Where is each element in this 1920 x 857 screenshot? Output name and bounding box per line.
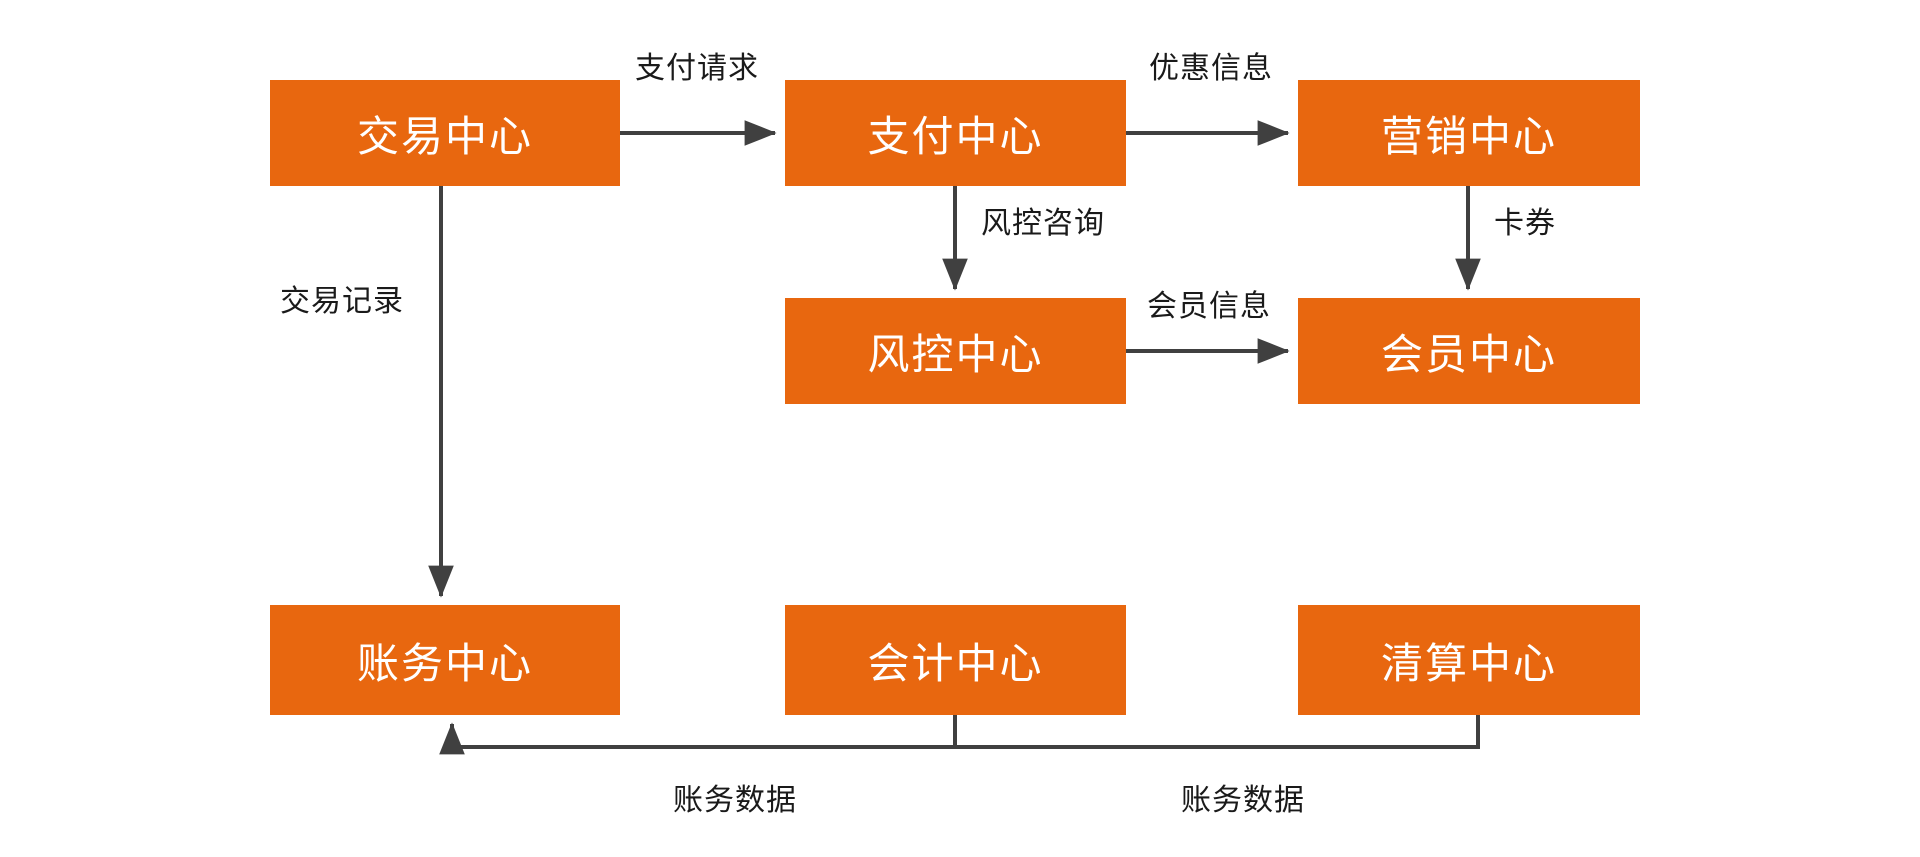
edge-label-trade-record: 交易记录 [280,285,404,318]
edge-label-coupon: 卡券 [1494,207,1556,240]
node-risk-center[interactable]: 风控中心 [785,298,1126,404]
node-finance-center[interactable]: 会计中心 [785,605,1126,715]
node-label: 交易中心 [356,112,533,160]
node-label: 会计中心 [867,639,1044,687]
edge-clearing-to-account [452,715,1480,749]
node-account-center[interactable]: 账务中心 [270,605,620,715]
node-label: 支付中心 [867,112,1044,160]
node-label: 会员中心 [1380,330,1557,378]
edge-label-member-info: 会员信息 [1147,290,1271,323]
node-marketing-center[interactable]: 营销中心 [1298,80,1640,186]
node-label: 风控中心 [867,330,1044,378]
node-label: 账务中心 [356,639,533,687]
edge-finance-to-account [439,715,957,755]
edge-label-risk-consult: 风控咨询 [981,207,1105,240]
edge-label-promotion-info: 优惠信息 [1149,52,1273,85]
node-trade-center[interactable]: 交易中心 [270,80,620,186]
node-clearing-center[interactable]: 清算中心 [1298,605,1640,715]
edge-label-account-data-right: 账务数据 [1181,784,1305,817]
node-label: 清算中心 [1380,639,1557,687]
node-payment-center[interactable]: 支付中心 [785,80,1126,186]
edge-label-payment-request: 支付请求 [635,52,759,85]
node-label: 营销中心 [1380,112,1557,160]
node-member-center[interactable]: 会员中心 [1298,298,1640,404]
edge-label-account-data-left: 账务数据 [673,784,797,817]
